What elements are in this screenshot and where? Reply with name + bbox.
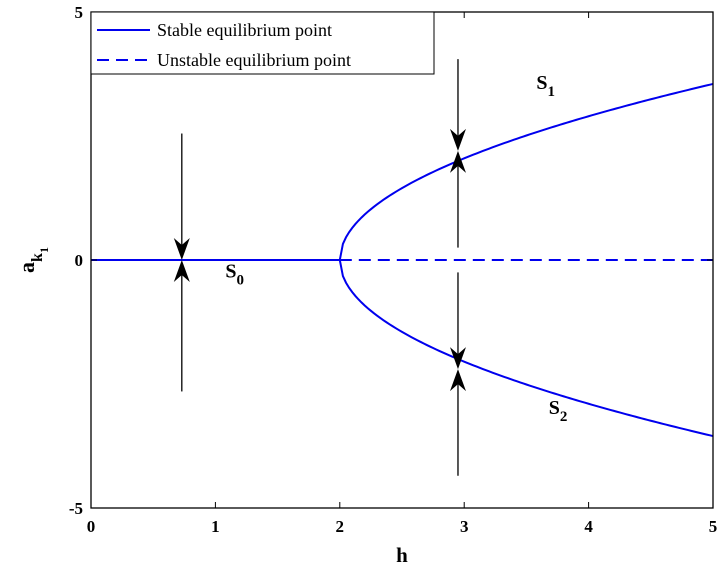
x-axis-label: h	[396, 543, 408, 567]
plot-lines	[91, 82, 714, 438]
x-tick-label: 4	[584, 517, 593, 536]
legend-box	[90, 11, 435, 75]
stable-branch-s2	[338, 259, 714, 438]
x-tick-label: 1	[211, 517, 220, 536]
legend-entry-unstable: Unstable equilibrium point	[157, 50, 351, 70]
y-tick-label: 0	[75, 251, 84, 270]
x-tick-label: 2	[336, 517, 345, 536]
arrow-head-0	[173, 238, 190, 260]
arrow-head-5	[449, 369, 466, 392]
arrow-head-2	[449, 128, 466, 151]
x-tick-label: 5	[709, 517, 718, 536]
stable-branch-s1	[338, 82, 714, 261]
y-tick-label: 5	[75, 3, 84, 22]
y-axis-label: ak1	[14, 247, 51, 273]
arrow-head-1	[173, 260, 190, 282]
legend: Stable equilibrium point Unstable equili…	[90, 11, 435, 75]
x-tick-label: 0	[87, 517, 96, 536]
y-tick-label: -5	[69, 499, 83, 518]
direction-arrows	[173, 59, 466, 476]
arrow-head-3	[449, 150, 466, 173]
annotation-s2: S2	[549, 397, 568, 425]
legend-entry-stable: Stable equilibrium point	[157, 20, 332, 40]
x-tick-label: 3	[460, 517, 469, 536]
annotation-s0: S0	[225, 260, 244, 288]
arrow-head-4	[449, 347, 466, 370]
annotation-s1: S1	[536, 72, 555, 100]
